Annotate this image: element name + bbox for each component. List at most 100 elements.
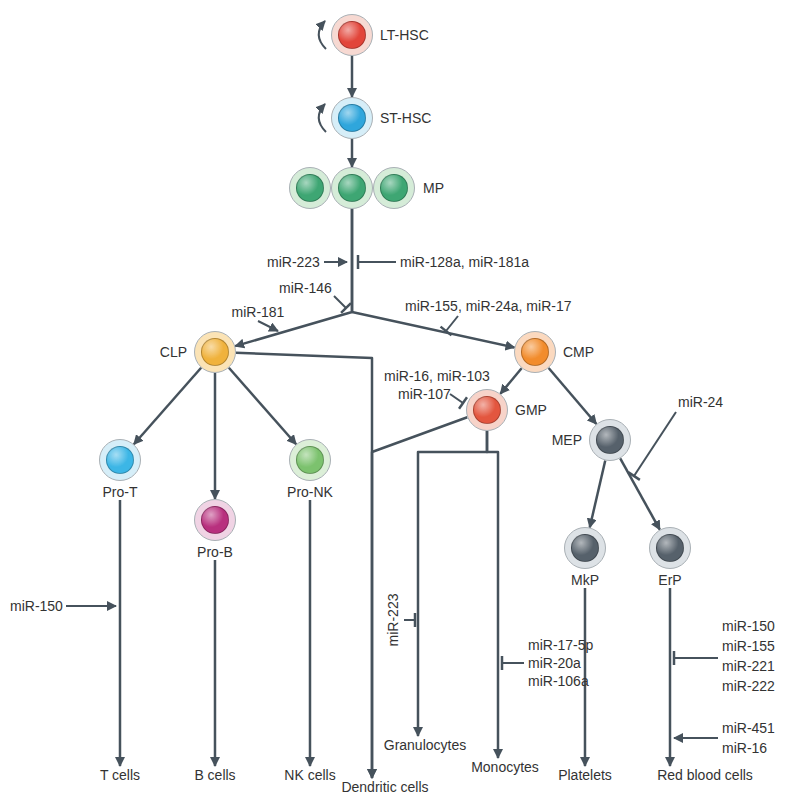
- inhibition-line: [674, 657, 718, 659]
- cell-node: MkP: [564, 527, 606, 588]
- inhibition-line: [450, 394, 463, 403]
- cell-type-node: T cells: [98, 766, 142, 784]
- self-renewal-arrow: [319, 21, 326, 49]
- cell-type-node: Dendritic cells: [339, 778, 430, 795]
- cell-node: LT-HSC: [331, 14, 373, 56]
- lineage-arrow: [214, 560, 217, 766]
- mirna-label: miR-128a, miR-181a: [400, 254, 529, 270]
- cell-node: GMP: [466, 389, 508, 431]
- node-label: MkP: [571, 572, 599, 588]
- node-label: CMP: [563, 344, 594, 360]
- cell-node: CMP: [514, 331, 556, 373]
- inhibition-line: [446, 316, 458, 331]
- node-label: Red blood cells: [657, 767, 753, 783]
- cell-type-node: NK cells: [282, 766, 337, 784]
- cell-nucleus: [473, 396, 501, 424]
- node-label: LT-HSC: [380, 27, 429, 43]
- node-label: CLP: [160, 344, 187, 360]
- node-label: Platelets: [558, 767, 612, 783]
- cell-nucleus: [338, 174, 366, 202]
- cell-circle: [289, 439, 331, 481]
- lineage-arrow: [500, 368, 521, 394]
- inhibition-line: [404, 619, 415, 621]
- cell-type-node: Granulocytes: [382, 736, 468, 754]
- inhibition-bar: [501, 656, 504, 670]
- cell-node: ErP: [649, 527, 691, 588]
- mirna-label: miR-155, miR-24a, miR-17: [405, 298, 571, 314]
- promotion-arrow: [324, 261, 347, 263]
- cell-nucleus: [201, 506, 229, 534]
- inhibition-line: [502, 662, 524, 664]
- node-label: NK cells: [284, 767, 335, 783]
- node-label: Pro-B: [197, 544, 233, 560]
- inhibition-line: [358, 261, 396, 263]
- cell-node: Pro-NK: [287, 439, 333, 500]
- cell-circle: [194, 499, 236, 541]
- cell-node: MP: [289, 167, 415, 209]
- mirna-label: miR-451: [722, 720, 775, 736]
- mirna-label: miR-221: [722, 658, 775, 674]
- mirna-label: miR-150: [10, 598, 63, 614]
- mirna-label: miR-16, miR-103: [384, 368, 490, 384]
- cell-nucleus: [296, 446, 324, 474]
- inhibition-bar: [414, 613, 417, 627]
- mirna-label: miR-16: [722, 740, 767, 756]
- lineage-arrow: [134, 368, 201, 444]
- inhibition-bar: [357, 255, 360, 269]
- lineage-arrow: [590, 460, 606, 527]
- node-label: ST-HSC: [380, 110, 431, 126]
- mirna-label: miR-150: [722, 618, 775, 634]
- cell-nucleus: [596, 426, 624, 454]
- lineage-arrow: [309, 500, 312, 766]
- node-label: Monocytes: [471, 759, 539, 775]
- cell-nucleus: [571, 534, 599, 562]
- lineage-arrow: [236, 353, 372, 778]
- lineage-arrow: [620, 458, 660, 529]
- cell-node: Pro-B: [194, 499, 236, 560]
- promotion-arrow: [258, 321, 278, 331]
- lineage-arrow: [235, 209, 352, 346]
- node-label: T cells: [100, 767, 140, 783]
- cell-node: CLP: [194, 331, 236, 373]
- inhibition-bar: [673, 651, 676, 665]
- mirna-label: miR-155: [722, 638, 775, 654]
- node-label: ErP: [658, 572, 681, 588]
- mirna-label: miR-222: [722, 678, 775, 694]
- lineage-arrow: [351, 56, 354, 97]
- cell-type-node: Red blood cells: [655, 766, 755, 784]
- cell-nucleus: [380, 174, 408, 202]
- cell-circle: [99, 439, 141, 481]
- lineage-arrow: [119, 500, 122, 766]
- mirna-label: miR-106a: [528, 673, 589, 689]
- lineage-arrow: [669, 588, 672, 766]
- node-label: MP: [423, 180, 444, 196]
- cell-nucleus: [296, 174, 324, 202]
- node-label: Dendritic cells: [341, 779, 428, 795]
- cell-circle: [373, 167, 415, 209]
- cell-circle: [564, 527, 606, 569]
- node-label: MEP: [552, 432, 582, 448]
- cell-nucleus: [106, 446, 134, 474]
- mirna-label: miR-107: [398, 386, 451, 402]
- cell-type-node: Monocytes: [469, 758, 541, 776]
- lineage-layer: [120, 56, 670, 778]
- cell-node: MEP: [589, 419, 631, 461]
- cell-nucleus: [521, 338, 549, 366]
- cell-nucleus: [201, 338, 229, 366]
- node-label: Granulocytes: [384, 737, 466, 753]
- lineage-arrow: [351, 139, 354, 167]
- cell-type-node: B cells: [192, 766, 237, 784]
- cell-circle: [649, 527, 691, 569]
- cell-nucleus: [338, 21, 366, 49]
- mirna-label: miR-223: [385, 594, 401, 647]
- cell-node: ST-HSC: [331, 97, 373, 139]
- mirna-label: miR-181: [232, 304, 285, 320]
- inhibition-line: [634, 412, 676, 476]
- node-label: B cells: [194, 767, 235, 783]
- mirna-label: miR-223: [267, 254, 320, 270]
- node-label: Pro-T: [103, 484, 138, 500]
- cell-nucleus: [338, 104, 366, 132]
- mirna-label: miR-20a: [528, 655, 581, 671]
- cell-type-node: Platelets: [556, 766, 614, 784]
- mirna-label: miR-146: [279, 280, 332, 296]
